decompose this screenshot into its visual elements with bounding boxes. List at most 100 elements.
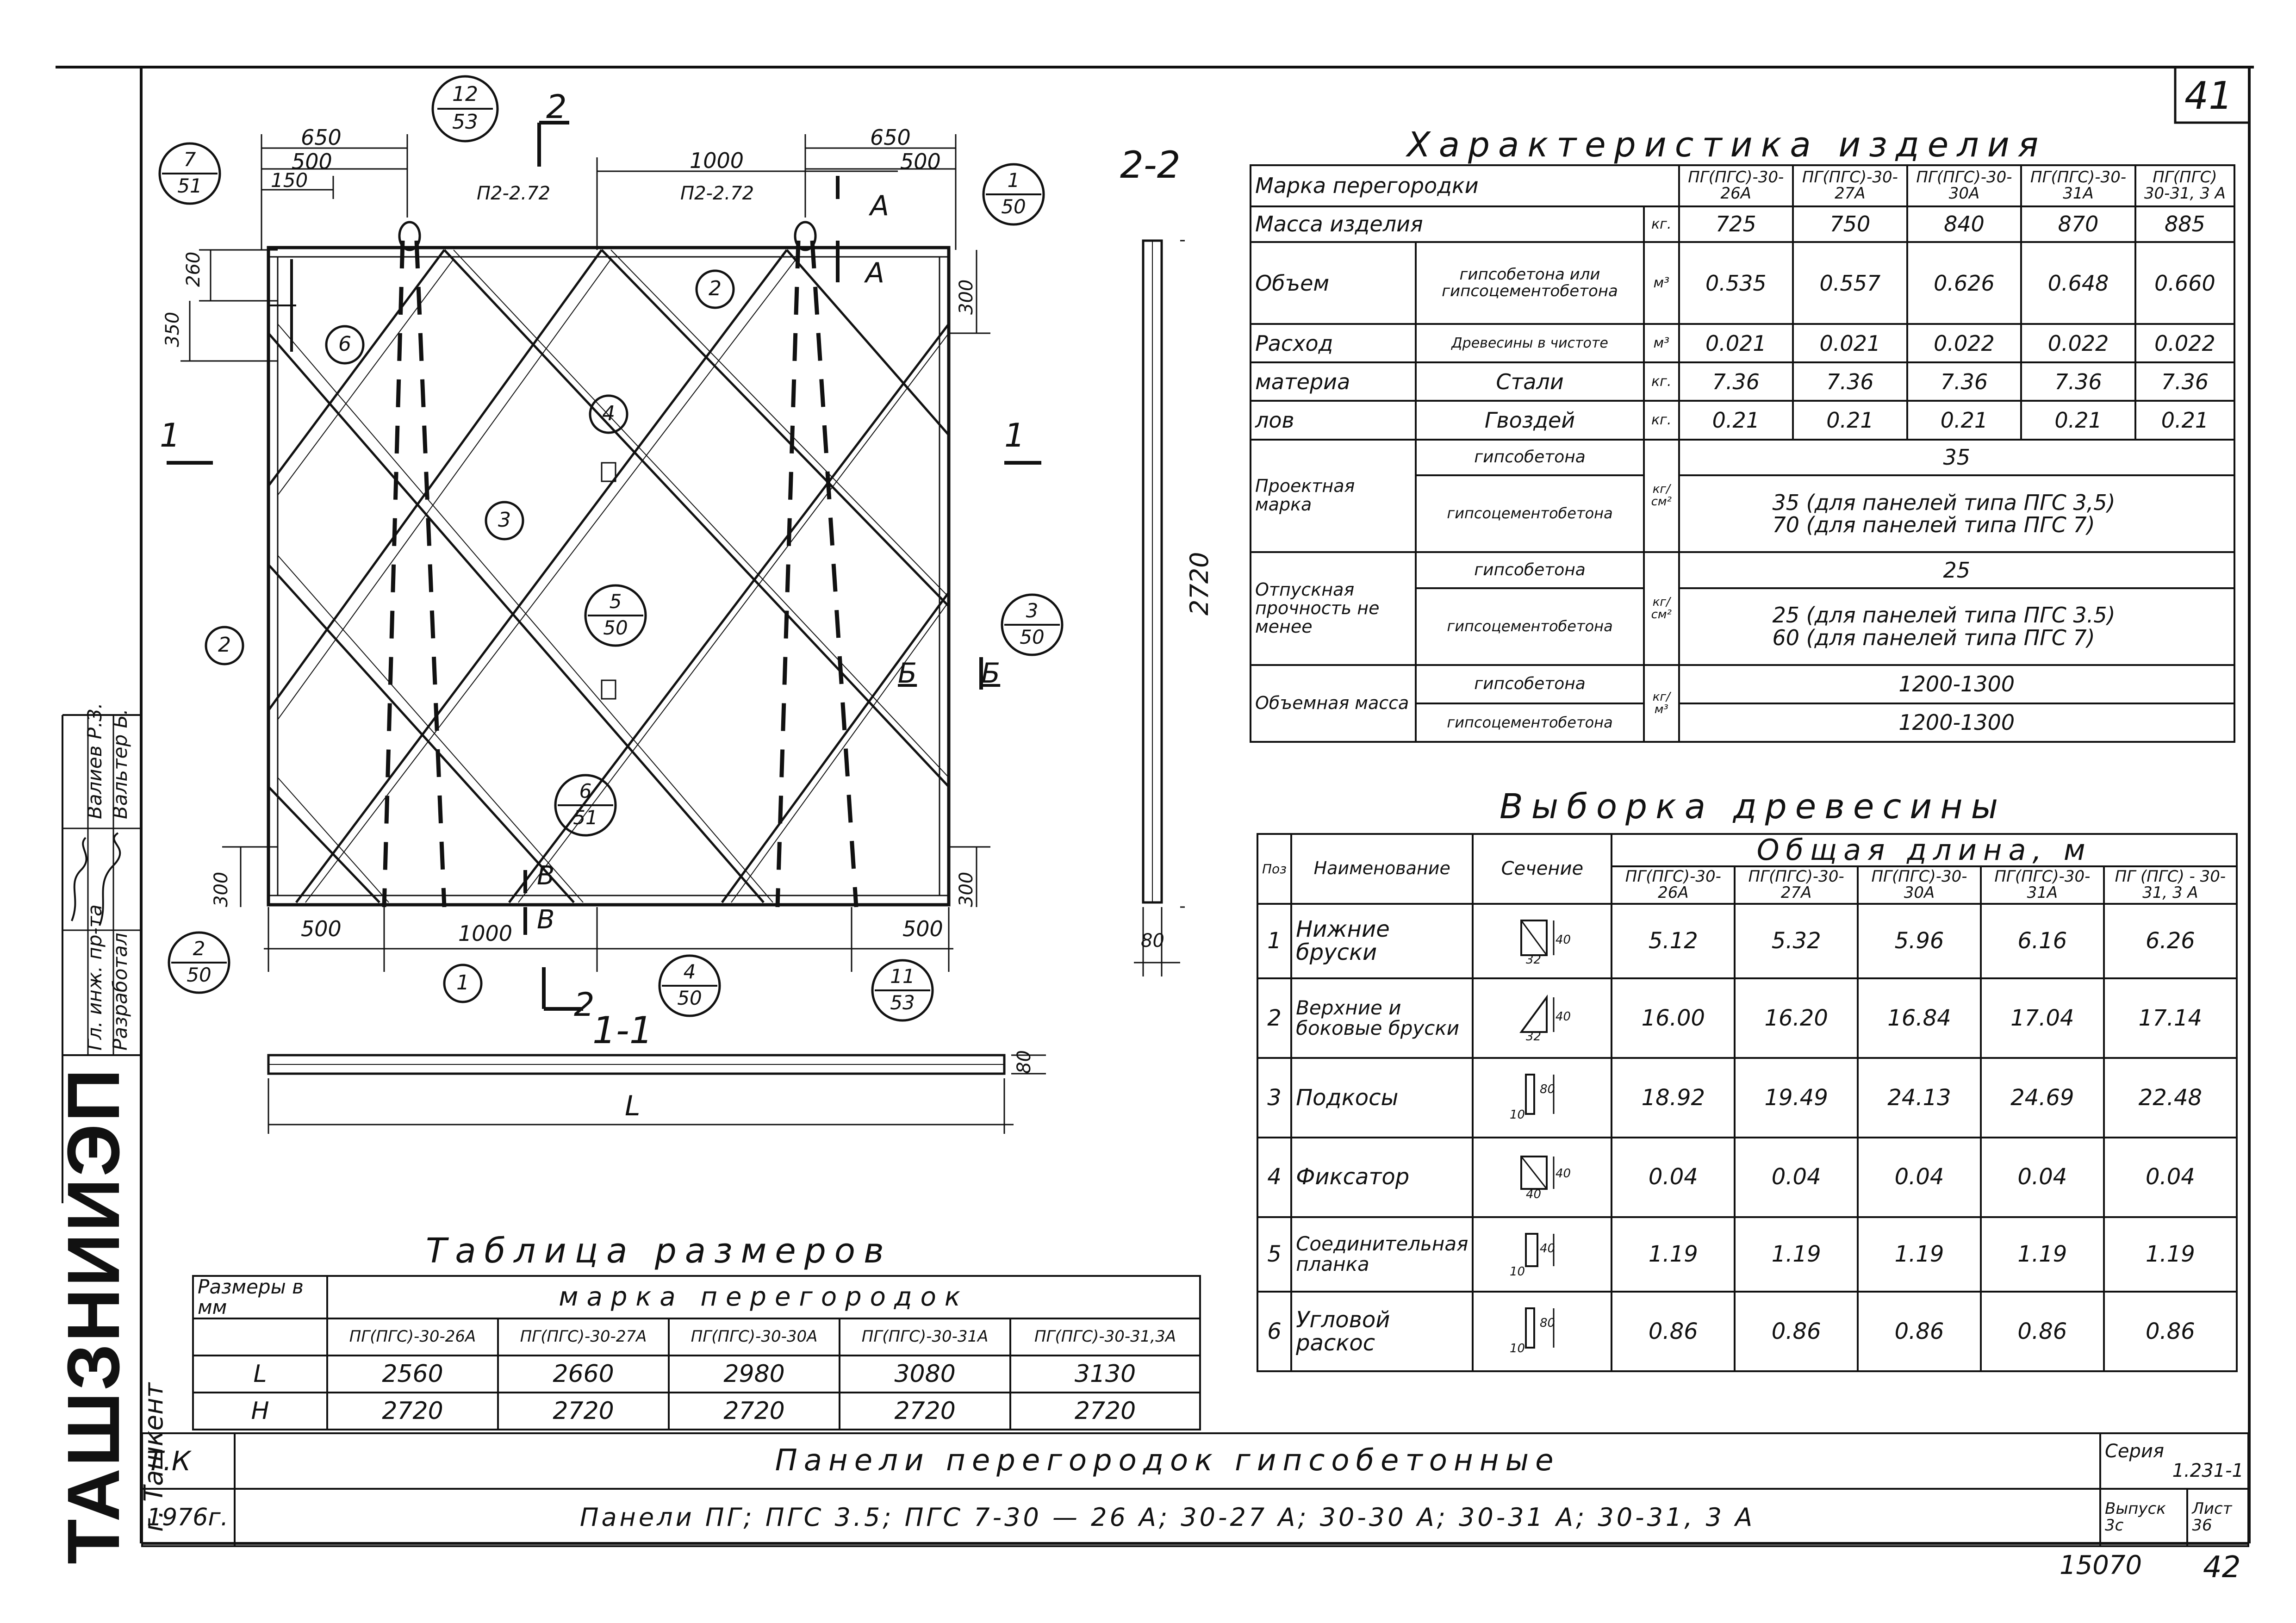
callout-11-53: 11 53 [870, 958, 935, 1023]
sizes-cell: 2720 [839, 1392, 1012, 1431]
timber-mark: ПГ (ПГС) - 30-31, 3 А [2103, 865, 2238, 905]
section-mark-A-2: А [865, 257, 885, 289]
callout-1: 1 [442, 963, 484, 1004]
char-mark: ПГ(ПГС)-30-26А [1678, 164, 1794, 207]
timber-sec-h: 40 [1556, 1010, 1571, 1024]
dim-1000-top: 1000 [690, 148, 744, 173]
dim-500-left: 500 [292, 149, 332, 174]
timber-cell: 24.13 [1857, 1057, 1982, 1138]
design-grade-unit: кг/см² [1643, 438, 1680, 553]
char-row-label: Объем [1249, 241, 1417, 325]
timber-cell: 19.49 [1734, 1057, 1859, 1138]
callout-2-top: 2 [694, 268, 736, 310]
dim-2720: 2720 [1185, 552, 1214, 616]
timber-name: Угловой раскос [1290, 1291, 1474, 1372]
timber-sec-w: 10 [1510, 1265, 1525, 1278]
characteristics-table: Марка перегородки ПГ(ПГС)-30-26А ПГ(ПГС)… [1249, 164, 2236, 743]
char-cell: 0.022 [1906, 323, 2022, 364]
title-org-code: Т.К [141, 1432, 236, 1490]
timber-name: Верхние и боковые бруски [1290, 977, 1474, 1059]
section-mark-B-1: Б [898, 657, 917, 690]
char-cell: 870 [2020, 205, 2136, 243]
char-cell: 7.36 [2134, 361, 2236, 402]
design-grade-gypsum: гипсобетона [1415, 438, 1645, 477]
dim-500-right: 500 [900, 149, 941, 174]
design-grade-gypsum-value: 35 [1678, 438, 2236, 477]
timber-col-name: Наименование [1290, 833, 1474, 905]
dim-260: 260 [183, 251, 204, 287]
timber-cell: 1.19 [1979, 1216, 2105, 1293]
design-grade-label: Проектная марка [1249, 438, 1417, 553]
dim-80-section-1: 80 [1014, 1050, 1035, 1074]
timber-col-section: Сечение [1472, 833, 1613, 905]
timber-sec-w: 10 [1510, 1342, 1525, 1355]
sizes-mark: ПГ(ПГС)-30-31А [839, 1318, 1012, 1357]
char-unit: м³ [1643, 241, 1680, 325]
timber-cell: 0.04 [1979, 1136, 2105, 1218]
sizes-mark: ПГ(ПГС)-30-30А [668, 1318, 841, 1357]
timber-cell: 22.48 [2103, 1057, 2238, 1138]
char-cell: 7.36 [2020, 361, 2136, 402]
section-2-2-label: 2-2 [1120, 143, 1181, 187]
length-L: L [625, 1090, 641, 1122]
section-mark-V-2: В [537, 905, 555, 935]
section-mark-2-top: 2 [546, 88, 567, 126]
timber-pos: 2 [1256, 977, 1293, 1059]
char-cell: 0.21 [2134, 400, 2236, 441]
sizes-row-label: H [192, 1392, 328, 1431]
issue-label: Выпуск [2105, 1499, 2166, 1518]
loop-label-right: П2-2.72 [680, 183, 754, 204]
char-cell: 7.36 [1678, 361, 1794, 402]
sizes-table: Размеры в мм марка перегородок ПГ(ПГС)-3… [192, 1275, 1201, 1431]
timber-pos: 6 [1256, 1291, 1293, 1372]
char-mark: ПГ(ПГС)-30-30А [1906, 164, 2022, 207]
timber-mark: ПГ(ПГС)-30-27А [1734, 865, 1859, 905]
dim-1000-bottom: 1000 [458, 921, 513, 946]
timber-cell: 5.12 [1611, 902, 1736, 980]
sizes-cell: 2720 [326, 1392, 499, 1431]
dim-300-left-bottom: 300 [211, 871, 232, 907]
callout-4: 4 [588, 393, 629, 435]
char-cell: 7.36 [1792, 361, 1908, 402]
section-mark-1-left: 1 [160, 417, 180, 454]
series-value: 1.231-1 [2172, 1460, 2244, 1481]
char-cell: 750 [1792, 205, 1908, 243]
timber-cell: 6.16 [1979, 902, 2105, 980]
bulk-mass-label: Объемная масса [1249, 664, 1417, 743]
sheet-number-top: 41 [2184, 74, 2233, 118]
timber-cell: 0.04 [1611, 1136, 1736, 1218]
char-mark: ПГ(ПГС)-30-27А [1792, 164, 1908, 207]
char-cell: 0.021 [1792, 323, 1908, 364]
char-unit: кг. [1643, 400, 1680, 441]
bulk-mass-gypsum-value: 1200-1300 [1678, 664, 2236, 704]
timber-cell: 0.86 [2103, 1291, 2238, 1372]
timber-sec-w: 32 [1526, 1030, 1541, 1041]
timber-cell: 17.14 [2103, 977, 2238, 1059]
timber-name: Соединительная планка [1290, 1216, 1474, 1293]
section-mark-A-1: А [870, 190, 890, 222]
section-mark-2-bottom: 2 [574, 986, 595, 1024]
bulk-mass-gypsum: гипсобетона [1415, 664, 1645, 704]
sizes-header2: марка перегородок [326, 1275, 1201, 1320]
timber-cell: 1.19 [1734, 1216, 1859, 1293]
sizes-title: Таблица размеров [426, 1231, 892, 1271]
char-mark: ПГ(ПГС) 30-31, 3 А [2134, 164, 2236, 207]
callout-4-50: 4 50 [657, 953, 722, 1018]
panel-elevation [167, 121, 1185, 1134]
sheet-value: 36 [2192, 1516, 2212, 1535]
section-mark-V-1: В [537, 861, 555, 891]
sizes-cell: 3080 [839, 1355, 1012, 1394]
char-cell: 0.660 [2134, 241, 2236, 325]
timber-cell: 0.04 [1857, 1136, 1982, 1218]
char-cell: 0.535 [1678, 241, 1794, 325]
dim-500-bottom-left: 500 [301, 916, 342, 941]
callout-6: 6 [324, 324, 366, 366]
release-strength-cement-value: 60 (для панелей типа ПГС 7) [1772, 625, 2095, 650]
sizes-mark: ПГ(ПГС)-30-31,3А [1009, 1318, 1201, 1357]
timber-cell: 17.04 [1979, 977, 2105, 1059]
char-cell: 0.626 [1906, 241, 2022, 325]
